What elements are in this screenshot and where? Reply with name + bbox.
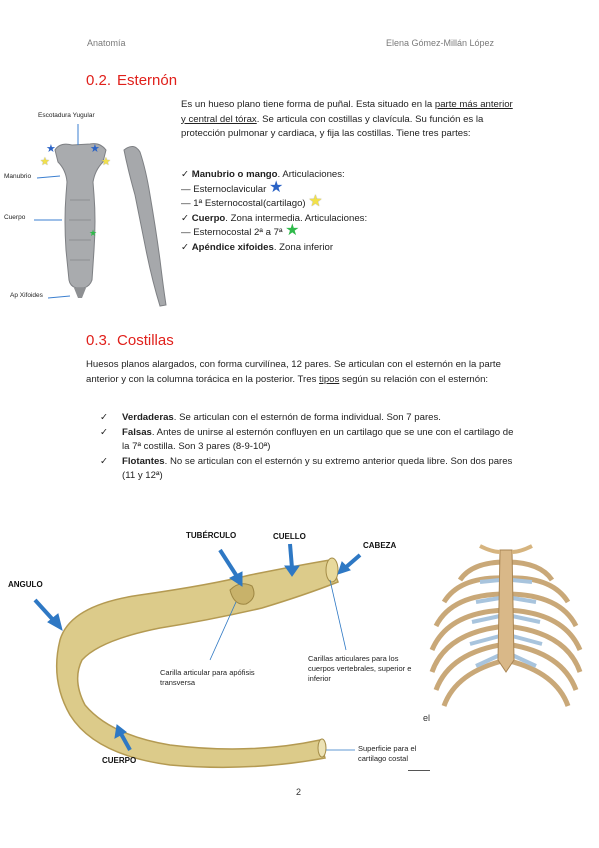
costillas-intro: Huesos planos alargados, con forma curvi… xyxy=(86,359,501,385)
list-item: ✓Flotantes. No se articulan con el ester… xyxy=(100,455,513,482)
label-tuberculo: TUBÉRCULO xyxy=(186,531,237,540)
green-star-icon: ★ xyxy=(89,228,98,238)
header-left: Anatomía xyxy=(87,38,126,48)
label-carilla: Carilla articular para apófisis transver… xyxy=(160,668,255,687)
list-item: ✓ Cuerpo. Zona intermedia. Articulacione… xyxy=(181,212,368,224)
section-title-text: Esternón xyxy=(117,72,178,89)
list-item: — Esternocostal 2ª a 7ª ★ xyxy=(181,222,300,239)
label-angulo: ANGULO xyxy=(8,580,43,589)
section-title-esternon: 0.2. Esternón xyxy=(86,72,177,89)
check-icon: ✓ xyxy=(100,455,109,467)
esternon-intro: Es un hueso plano tiene forma de puñal. … xyxy=(181,99,513,139)
yellow-star-icon: ★ xyxy=(40,156,50,168)
section-number: 0.3. xyxy=(86,332,112,349)
section-number: 0.2. xyxy=(86,72,112,89)
check-icon: ✓ xyxy=(100,426,109,438)
rib-illustration xyxy=(33,543,362,769)
list-item: ✓ Manubrio o mango. Articulaciones: xyxy=(181,169,345,180)
check-icon: ✓ xyxy=(100,412,109,423)
costillas-types-list: ✓Verdaderas. Se articulan con el esternó… xyxy=(100,411,518,484)
sternum-illustration xyxy=(34,124,167,307)
yellow-star-icon: ★ xyxy=(308,193,323,210)
list-item: ✓ Apéndice xifoides. Zona inferior xyxy=(181,241,334,253)
label-cuerpo: Cuerpo xyxy=(4,214,26,221)
blue-star-icon: ★ xyxy=(90,143,100,155)
list-item: ✓Falsas. Antes de unirse al esternón con… xyxy=(100,426,514,453)
section-title-costillas: 0.3. Costillas xyxy=(86,332,174,349)
list-item: — 1ª Esternocostal(cartilago) ★ xyxy=(181,193,323,210)
list-item: — Esternoclavicular ★ xyxy=(181,178,284,196)
stray-text: el xyxy=(423,713,431,723)
yellow-star-icon: ★ xyxy=(101,156,111,168)
label-xifoides: Ap Xifoides xyxy=(10,292,43,299)
label-cabeza: CABEZA xyxy=(363,541,397,550)
label-cuello: CUELLO xyxy=(273,532,306,541)
section-title-text: Costillas xyxy=(117,332,174,349)
label-cuerpo-rib: CUERPO xyxy=(102,756,137,765)
label-superficie: Superficie para el cartilago costal xyxy=(358,744,417,763)
label-carillas: Carillas articulares para los cuerpos ve… xyxy=(308,654,412,683)
blue-star-icon: ★ xyxy=(46,143,56,155)
esternon-parts-list: ✓ Manubrio o mango. Articulaciones: — Es… xyxy=(181,168,441,255)
ribcage-illustration xyxy=(429,544,583,707)
page-number: 2 xyxy=(296,787,302,797)
blue-star-icon: ★ xyxy=(269,178,284,196)
label-escotadura: Escotadura Yugular xyxy=(38,112,95,119)
list-item: ✓Verdaderas. Se articulan con el esternó… xyxy=(100,411,518,426)
header-right: Elena Gómez-Millán López xyxy=(386,38,495,48)
divider xyxy=(408,770,430,771)
green-star-icon: ★ xyxy=(285,222,300,239)
label-manubrio: Manubrio xyxy=(4,173,32,180)
